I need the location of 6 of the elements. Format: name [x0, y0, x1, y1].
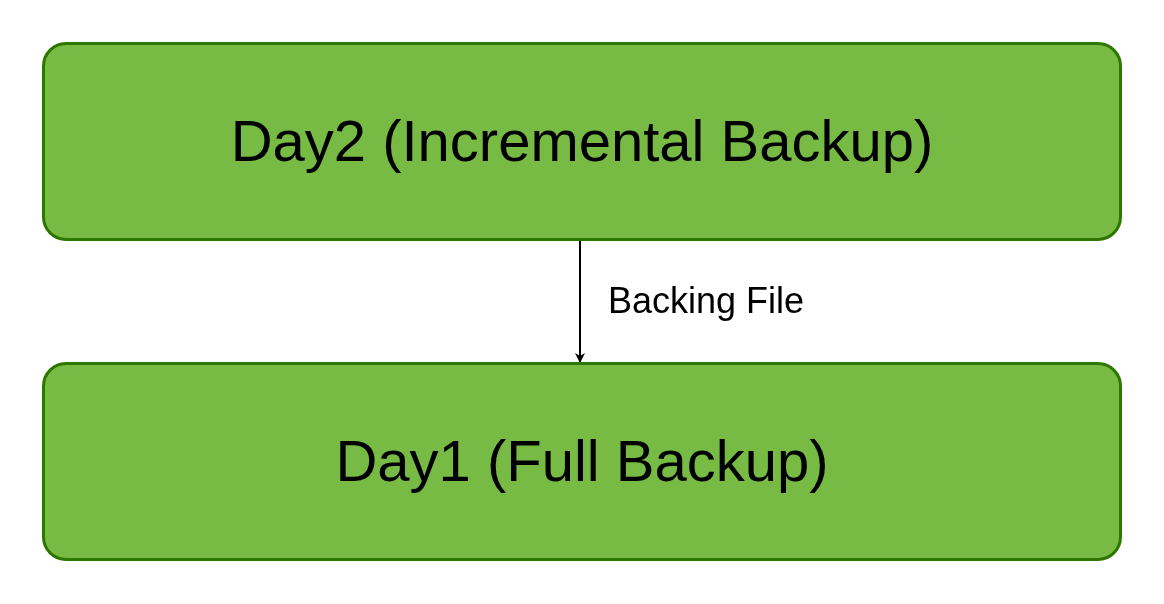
box-text: Day1 (Full Backup) — [335, 427, 829, 496]
edge-label: Backing File — [608, 283, 805, 319]
box-text: Day2 (Incremental Backup) — [230, 107, 934, 176]
process-box — [42, 362, 1122, 561]
arrow — [575, 240, 585, 363]
process-box — [42, 42, 1122, 241]
